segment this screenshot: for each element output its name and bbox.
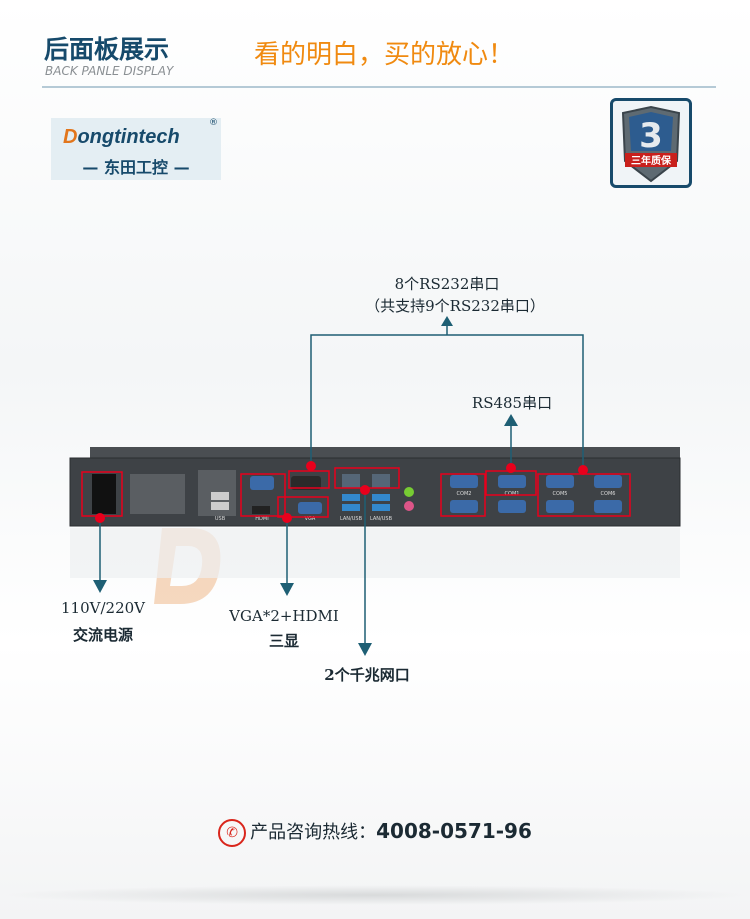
com5-label: COM5: [553, 491, 568, 497]
svg-text:3: 3: [639, 116, 663, 156]
lan-usb-label: LAN/USB: [370, 516, 393, 522]
brand-initial: D: [63, 126, 78, 148]
usb-port: [211, 492, 229, 500]
lan-usb-label: LAN/USB: [340, 516, 363, 522]
usb3-port: [372, 504, 390, 511]
com2-label: COM2: [457, 491, 472, 497]
registered-mark: ®: [209, 118, 218, 128]
com1-label: COM1: [505, 491, 520, 497]
brand-cn: — 东田工控 —: [82, 158, 190, 177]
lan-port: [372, 474, 390, 488]
brand-logo: ® Dongtintech — 东田工控 —: [51, 118, 221, 180]
display-note: 三显: [268, 632, 300, 650]
usb3-port: [342, 504, 360, 511]
display-label: VGA*2+HDMI: [229, 607, 339, 625]
brand-rest: ongtintech: [77, 126, 180, 148]
power-note: 交流电源: [72, 626, 134, 644]
hdmi-port: [252, 506, 270, 514]
lan-port: [342, 474, 360, 488]
hotline-label: 产品咨询热线：: [250, 822, 377, 843]
rs232-note: （共支持9个RS232串口）: [365, 297, 545, 315]
vent-holes: [130, 470, 236, 516]
warranty-badge: 3 三年质保: [610, 98, 692, 188]
com6-label: COM6: [601, 491, 616, 497]
vga-label: VGA: [305, 516, 316, 522]
hotline-number[interactable]: 4008-0571-96: [376, 819, 532, 843]
slogan: 看的明白，买的放心！: [254, 40, 515, 70]
lan-label: 2个千兆网口: [324, 666, 410, 684]
rs232-port: [291, 476, 321, 490]
power-socket: [92, 474, 116, 514]
audio-mic: [404, 501, 414, 511]
vga-port: [298, 502, 322, 514]
usb-port: [211, 502, 229, 510]
svg-text:三年质保: 三年质保: [631, 154, 672, 167]
vga-port: [250, 476, 274, 490]
phone-icon: ✆: [218, 819, 247, 847]
section-title: 后面板展示: [44, 35, 170, 64]
divider: [42, 86, 716, 88]
marker-dots: [95, 461, 588, 523]
rs485-label: RS485串口: [471, 394, 553, 412]
power-label: 110V/220V: [61, 599, 145, 617]
audio-out: [404, 487, 414, 497]
usb-label: USB: [215, 516, 226, 522]
rs232-label: 8个RS232串口: [394, 275, 500, 293]
bottom-shadow: [0, 885, 750, 905]
usb3-port: [342, 494, 360, 501]
brand-name: Dongtintech: [63, 126, 180, 149]
section-subtitle: BACK PANLE DISPLAY: [45, 64, 174, 78]
shield-icon: 3 三年质保: [621, 105, 681, 183]
hotline: ✆产品咨询热线：4008-0571-96: [0, 818, 750, 847]
arrowheads: [93, 316, 518, 656]
hdmi-label: HDMI: [255, 516, 268, 522]
chassis-reflection: [70, 528, 680, 578]
com-ports: [450, 475, 622, 513]
usb3-port: [372, 494, 390, 501]
